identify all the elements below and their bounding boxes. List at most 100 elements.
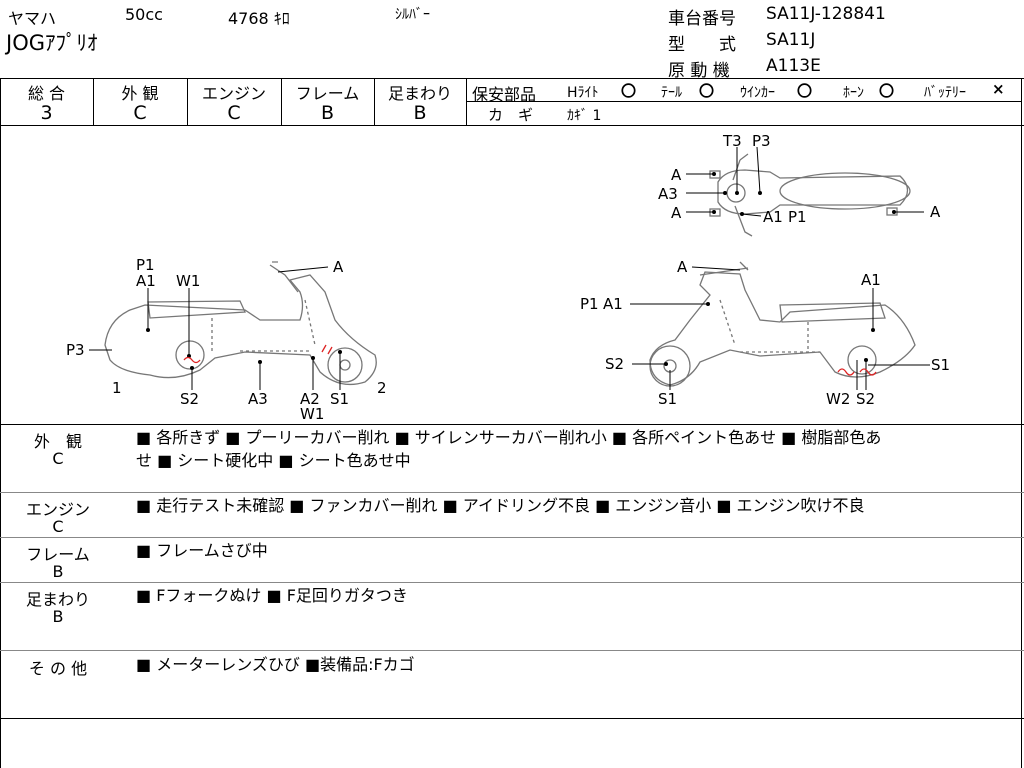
safety-winker-label: ｳｲﾝｶｰ — [740, 85, 775, 101]
damage-diagram: T3 P3 A A3 A A1 P1 A P1 A1 W1 A P3 1 S2 … — [66, 132, 950, 423]
safety-headlight-label: Hﾗｲﾄ — [567, 85, 599, 101]
top-view-scooter — [709, 153, 911, 237]
section-label: フレーム — [26, 545, 90, 564]
safety-headlight-mark: 〇 — [621, 82, 637, 100]
diagram-label: S2 — [856, 390, 875, 408]
safety-tail-label: ﾃｰﾙ — [661, 85, 682, 101]
diagram-label: A1 — [861, 271, 881, 289]
diagram-label: P3 — [752, 132, 771, 150]
type-value: SA11J — [766, 30, 816, 50]
rule-diagram — [0, 424, 1024, 425]
section-label: エンジン — [25, 500, 90, 519]
section-grade: C — [52, 517, 64, 536]
engine-value: A113E — [766, 56, 821, 76]
diagram-label: A3 — [248, 390, 268, 408]
key-value: ｶｷﾞ 1 — [567, 108, 602, 124]
rule-sec-1 — [0, 492, 1024, 493]
safety-label: 保安部品 — [472, 85, 537, 104]
safety-horn-label: ﾎｰﾝ — [843, 85, 864, 101]
type-label: 型 式 — [668, 35, 736, 55]
section-line: ■ Fフォークぬけ ■ F足回りガタつき — [136, 586, 408, 605]
engine-label: 原 動 機 — [668, 61, 730, 81]
section-label: 足まわり — [25, 590, 90, 609]
section-line: せ ■ シート硬化中 ■ シート色あせ中 — [136, 451, 411, 470]
rule-sec-5 — [0, 718, 1024, 719]
safety-battery-mark: × — [992, 80, 1005, 98]
color: ｼﾙﾊﾞｰ — [395, 7, 430, 23]
diagram-label: W1 — [300, 405, 324, 423]
rule-right — [1021, 78, 1022, 768]
rule-left — [0, 78, 1, 768]
grade-label: 外 観 — [121, 84, 159, 103]
rule-grade-4 — [374, 78, 375, 125]
rule-grade-3 — [281, 78, 282, 125]
grade-label: 総 合 — [27, 84, 66, 103]
right-view-scooter — [649, 261, 916, 387]
grade-label: 足まわり — [387, 84, 452, 103]
diagram-label: A — [677, 258, 688, 276]
rule-sec-3 — [0, 582, 1024, 583]
mileage: 4768 ｷﾛ — [228, 9, 290, 28]
safety-winker-mark: 〇 — [797, 82, 813, 100]
section-grade: B — [52, 607, 64, 626]
section-line: ■ 各所きず ■ プーリーカバー削れ ■ サイレンサーカバー削れ小 ■ 各所ペイ… — [136, 428, 882, 447]
safety-tail-mark: 〇 — [699, 82, 715, 100]
diagram-label: A — [930, 203, 941, 221]
diagram-label: W2 — [826, 390, 850, 408]
grade-value: B — [413, 102, 427, 124]
diagram-label: P1 — [580, 295, 599, 313]
left-view-scooter — [104, 261, 377, 386]
grade-label: フレーム — [295, 84, 360, 103]
diagram-label: A1 — [603, 295, 623, 313]
diagram-label: S1 — [658, 390, 677, 408]
diagram-label: A1 — [763, 208, 783, 226]
rule-header — [0, 78, 1024, 79]
section-line: ■ フレームさび中 — [136, 541, 268, 560]
diagram-label: A — [671, 166, 682, 184]
frame-no-label: 車台番号 — [668, 9, 736, 29]
section-label: 外 観 — [33, 432, 82, 451]
diagram-label: S2 — [180, 390, 199, 408]
diagram-label: P1 — [788, 208, 807, 226]
displacement: 50cc — [125, 5, 163, 24]
rule-sec-4 — [0, 650, 1024, 651]
diagram-label: A2 — [300, 390, 320, 408]
damage-markers — [146, 172, 896, 370]
rule-safety — [466, 101, 1021, 102]
rule-sec-2 — [0, 537, 1024, 538]
safety-battery-label: ﾊﾞｯﾃﾘｰ — [924, 85, 966, 101]
grade-value: C — [227, 102, 241, 124]
section-line: ■ 走行テスト未確認 ■ ファンカバー削れ ■ アイドリング不良 ■ エンジン音… — [136, 496, 865, 515]
section-line: ■ メーターレンズひび ■装備品:Fカゴ — [136, 655, 415, 674]
section-grade: C — [52, 449, 64, 468]
model-name: JOGｱﾌﾟﾘｵ — [6, 31, 98, 55]
diagram-label: A — [671, 204, 682, 222]
diagram-label: 2 — [377, 379, 387, 397]
scratch-marks — [183, 344, 877, 376]
grade-value: C — [133, 102, 147, 124]
section-label: そ の 他 — [28, 659, 88, 678]
diagram-label: 1 — [112, 379, 122, 397]
diagram-label: S2 — [605, 355, 624, 373]
diagram-label: T3 — [722, 132, 742, 150]
diagram-label: P1 — [136, 256, 155, 274]
rule-grade-2 — [187, 78, 188, 125]
diagram-label: S1 — [330, 390, 349, 408]
grade-value: B — [320, 102, 335, 124]
maker: ヤマハ — [8, 9, 57, 28]
diagram-label: P3 — [66, 341, 85, 359]
grade-value: 3 — [40, 102, 53, 124]
grade-label: エンジン — [201, 84, 266, 103]
frame-no: SA11J-128841 — [766, 4, 886, 24]
diagram-label: S1 — [931, 356, 950, 374]
diagram-label: A3 — [658, 185, 678, 203]
safety-horn-mark: 〇 — [879, 82, 895, 100]
key-label: カ ギ — [488, 106, 534, 124]
rule-grade-1 — [93, 78, 94, 125]
section-grade: B — [52, 562, 64, 581]
diagram-label: A — [333, 258, 344, 276]
rule-grades — [0, 125, 1024, 126]
diagram-label: A1 — [136, 272, 156, 290]
diagram-label: W1 — [176, 272, 200, 290]
